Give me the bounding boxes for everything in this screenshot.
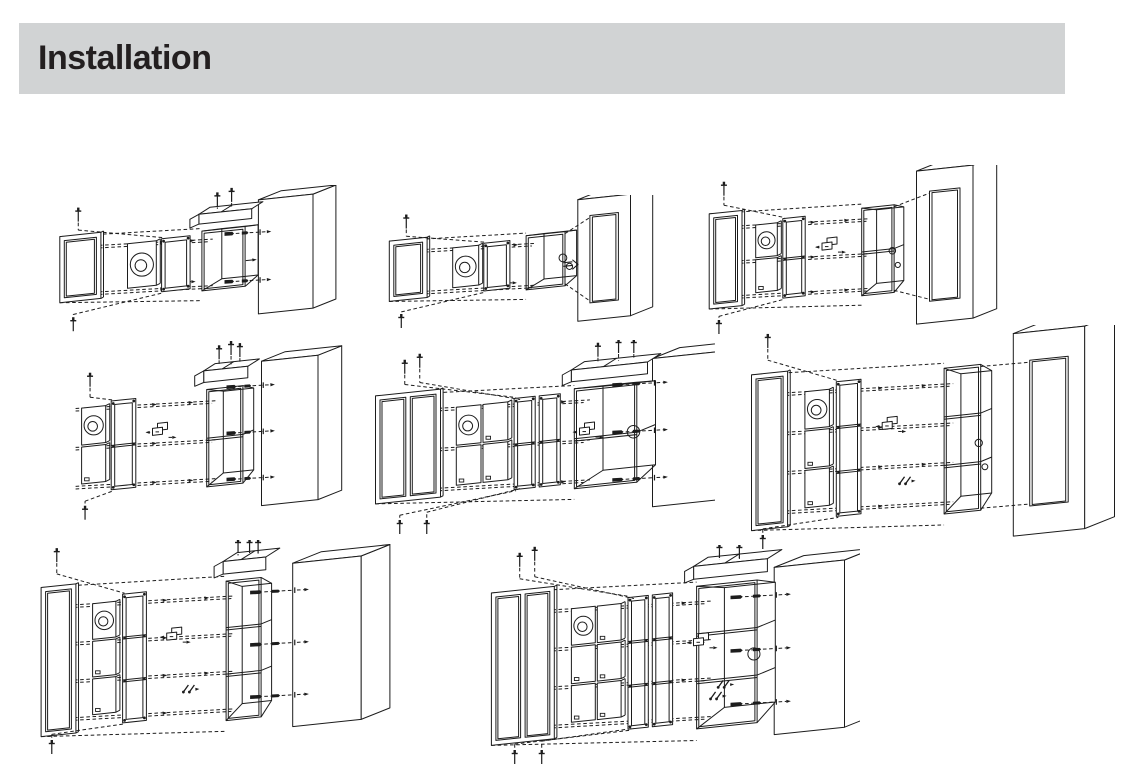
flush-guides (564, 217, 591, 302)
anchor-screws (730, 592, 791, 707)
leader-screws (511, 546, 635, 764)
mounting-box (861, 204, 905, 297)
diagram-two-module-flush-mounting (700, 165, 1005, 335)
small-part (686, 632, 718, 650)
exploded-view-drawing (751, 325, 1115, 549)
wall-block (577, 195, 654, 322)
exploded-view-drawing (59, 185, 337, 332)
exploded-view-drawing (375, 340, 715, 534)
front-frame (490, 584, 558, 746)
anchor-screws (224, 229, 272, 284)
diagram-three-module-flush-mounting (740, 325, 1125, 550)
mounting-box (943, 363, 993, 515)
wall-block (261, 345, 343, 507)
wall-block (292, 544, 391, 728)
module-stack (755, 220, 782, 294)
small-part (145, 421, 177, 439)
section-header-bar: Installation (19, 23, 1065, 94)
exploded-view-drawing (708, 165, 998, 334)
mounting-frame (835, 378, 862, 517)
flush-guides (980, 361, 1030, 509)
module-stack (804, 386, 834, 509)
anchor-screws (250, 587, 309, 699)
module-stack (455, 399, 513, 486)
mounting-frame (110, 398, 137, 491)
mounting-box (696, 579, 776, 730)
small-part (159, 626, 191, 644)
front-frame (708, 208, 746, 310)
diagram-one-module-flush-mounting (375, 195, 660, 330)
mounting-box (225, 577, 273, 722)
wall-block (257, 185, 337, 315)
flush-guides (893, 192, 930, 300)
wall-block (773, 549, 860, 736)
mounting-frame (627, 592, 674, 730)
assembly-arrow (245, 258, 257, 262)
wall-block (1012, 325, 1115, 537)
wall-block (916, 165, 998, 325)
diagram-two-column-two-module-surface-mounting (365, 340, 715, 535)
leader-screws (70, 207, 164, 332)
cover-screws (216, 341, 243, 366)
anchor-screws (226, 382, 275, 482)
cover-screws (716, 545, 743, 560)
module-stack (81, 403, 111, 485)
front-frame (375, 387, 444, 505)
exploded-view-drawing (490, 545, 860, 764)
exploded-view-drawing (40, 540, 391, 754)
leader-screws (715, 181, 785, 334)
wall-block (652, 343, 715, 508)
leader-screws (82, 372, 114, 520)
rain-cover (194, 358, 260, 387)
leader-screws (396, 353, 521, 534)
rain-cover (213, 547, 281, 579)
inner-screws (709, 679, 735, 701)
module-stack (570, 601, 626, 723)
cover-screws (594, 340, 637, 364)
front-frame (40, 582, 80, 738)
front-frame (388, 235, 431, 302)
rain-cover (684, 549, 783, 584)
anchor-screws (612, 380, 668, 482)
diagram-two-module-surface-mounting (45, 340, 350, 530)
rain-cover (189, 201, 264, 229)
alignment-dashes (75, 400, 216, 490)
cover-screws (235, 540, 262, 556)
mounting-frame (161, 235, 191, 293)
mounting-frame (122, 591, 147, 724)
page-title: Installation (38, 39, 212, 77)
inner-screws (898, 476, 916, 486)
cover-screws (214, 187, 235, 209)
exploded-view-drawing (388, 195, 654, 328)
module-stack (92, 598, 121, 716)
diagram-two-column-three-module-surface-mounting (480, 545, 860, 765)
small-part (815, 236, 846, 254)
leader-screws (48, 548, 125, 754)
mounting-box (525, 229, 578, 291)
leader-screws (759, 333, 839, 549)
small-part (572, 421, 604, 439)
front-frame (751, 369, 791, 532)
front-frame (59, 230, 105, 304)
rain-cover (561, 353, 662, 387)
small-part (875, 415, 907, 433)
assembly-arrow (563, 259, 579, 270)
inner-screws (181, 684, 200, 694)
leader-screws (398, 214, 486, 328)
module-stack (127, 238, 161, 289)
diagram-three-module-surface-mounting (30, 540, 400, 755)
diagram-one-module-surface-mounting (45, 185, 340, 335)
mounting-frame (782, 215, 806, 299)
mounting-frame (483, 240, 511, 292)
exploded-view-drawing (75, 341, 343, 520)
module-stack (452, 242, 484, 289)
mounting-frame (513, 393, 561, 491)
